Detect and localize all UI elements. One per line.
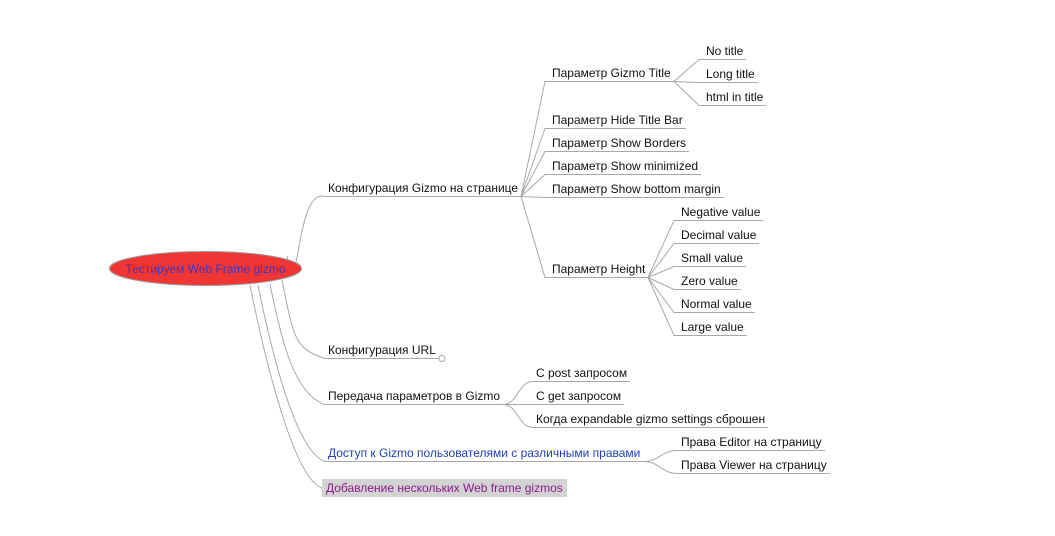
edge-to-n-a1: [642, 461, 679, 474]
root-node[interactable]: Тестируем Web Frame gizmo: [109, 251, 302, 286]
edge-height-to-n-h0: [647, 220, 678, 278]
edge-root-to-n-params: [269, 283, 326, 405]
edge-config-to-n-height: [520, 196, 549, 278]
edge-config-to-n-hide: [520, 128, 549, 197]
leaf-negative-value[interactable]: Negative value: [681, 205, 761, 219]
edge-to-n-p0: [502, 381, 534, 405]
node-show-bottom-margin[interactable]: Параметр Show bottom margin: [552, 182, 721, 196]
collapse-toggle-icon[interactable]: [438, 355, 446, 362]
edge-to-n-a0: [642, 450, 679, 462]
edge-title-to-n-t0: [673, 59, 703, 82]
edge-config-to-n-title: [520, 81, 549, 197]
edge-height-to-n-h3: [647, 277, 678, 290]
leaf-long-title[interactable]: Long title: [706, 67, 755, 81]
leaf-decimal-value[interactable]: Decimal value: [681, 228, 757, 242]
leaf-expandable-reset[interactable]: Когда expandable gizmo settings сброшен: [536, 412, 766, 426]
edge-title-to-n-t1: [673, 81, 703, 83]
node-hide-title-bar[interactable]: Параметр Hide Title Bar: [552, 113, 683, 127]
branch-url-config[interactable]: Конфигурация URL: [328, 343, 436, 357]
edge-to-n-p2: [502, 404, 534, 428]
edge-height-to-n-h2: [647, 266, 678, 278]
node-gizmo-title[interactable]: Параметр Gizmo Title: [552, 66, 671, 80]
branch-gizmo-config[interactable]: Конфигурация Gizmo на странице: [328, 181, 519, 195]
leaf-large-value[interactable]: Large value: [681, 320, 744, 334]
edge-height-to-n-h5: [647, 277, 678, 336]
edge-title-to-n-t2: [673, 81, 703, 106]
branch-param-passing[interactable]: Передача параметров в Gizmo: [328, 389, 501, 403]
edge-height-to-n-h1: [647, 243, 678, 278]
branch-access-rights[interactable]: Доступ к Gizmo пользователями с различны…: [328, 446, 641, 460]
leaf-viewer-rights[interactable]: Права Viewer на страницу: [681, 458, 827, 472]
node-height[interactable]: Параметр Height: [552, 262, 646, 276]
branch-multiple-gizmos[interactable]: Добавление нескольких Web frame gizmos: [322, 479, 567, 497]
edge-config-to-n-borders: [520, 151, 549, 197]
edge-root-to-n-url: [281, 279, 326, 359]
leaf-get-request[interactable]: С get запросом: [536, 389, 622, 403]
edge-root-to-n-access: [257, 284, 326, 462]
root-ellipse: [109, 251, 302, 286]
leaf-zero-value[interactable]: Zero value: [681, 274, 738, 288]
edge-config-to-n-bottom: [520, 196, 549, 198]
root-ellipse-shape: [109, 251, 302, 286]
leaf-editor-rights[interactable]: Права Editor на страницу: [681, 435, 822, 449]
edge-root-to-n-multi: [249, 284, 323, 489]
node-show-borders[interactable]: Параметр Show Borders: [552, 136, 687, 150]
leaf-post-request[interactable]: С post запросом: [536, 366, 628, 380]
leaf-html-in-title[interactable]: html in title: [706, 90, 764, 104]
node-show-minimized[interactable]: Параметр Show minimized: [552, 159, 699, 173]
leaf-no-title[interactable]: No title: [706, 44, 744, 58]
edge-height-to-n-h4: [647, 277, 678, 313]
root-label: Тестируем Web Frame gizmo: [125, 261, 286, 276]
edge-config-to-n-minimized: [520, 174, 549, 197]
leaf-normal-value[interactable]: Normal value: [681, 297, 752, 311]
leaf-small-value[interactable]: Small value: [681, 251, 744, 265]
